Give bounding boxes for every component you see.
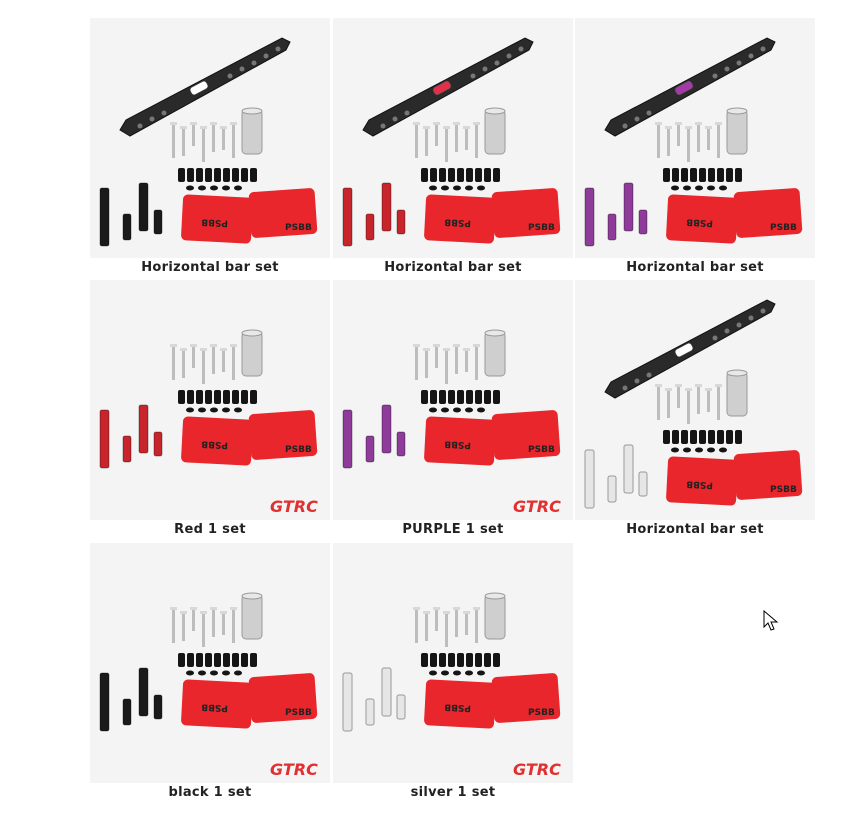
product-caption: Horizontal bar set [626, 522, 764, 537]
product-card[interactable]: PSBB PSBB Horizontal bar set [575, 280, 815, 538]
svg-text:PSBB: PSBB [285, 708, 312, 718]
svg-text:PSBB: PSBB [528, 708, 555, 718]
friction-pads: PSBB PSBB [181, 673, 318, 729]
standoff-posts [342, 404, 406, 469]
friction-pads: PSBB PSBB [424, 673, 561, 729]
product-image[interactable]: PSBB PSBB [575, 280, 815, 520]
product-card[interactable]: PSBB PSBB GTRC black 1 set [90, 543, 330, 801]
weight-stack [484, 107, 506, 155]
gtrc-logo: GTRC [513, 497, 561, 516]
screws [413, 344, 480, 384]
product-image[interactable]: PSBB PSBB GTRC [333, 543, 573, 783]
spacers [663, 168, 742, 191]
product-caption: silver 1 set [410, 785, 496, 800]
screws [170, 122, 237, 162]
product-image[interactable]: PSBB PSBB GTRC [90, 280, 330, 520]
gtrc-logo: GTRC [513, 760, 561, 779]
product-card[interactable]: PSBB PSBB GTRC PURPLE 1 set [333, 280, 573, 538]
screws [413, 122, 480, 162]
gtrc-logo: GTRC [270, 497, 318, 516]
spacers [178, 653, 257, 676]
friction-pads: PSBB PSBB [424, 188, 561, 244]
svg-text:PSBB: PSBB [201, 701, 228, 712]
friction-pads: PSBB PSBB [666, 188, 803, 244]
product-image[interactable]: PSBB PSBB GTRC [333, 280, 573, 520]
standoff-posts [342, 182, 406, 247]
product-caption: Horizontal bar set [141, 260, 279, 275]
weight-stack [726, 369, 748, 417]
screws [170, 344, 237, 384]
friction-pads: PSBB PSBB [181, 410, 318, 466]
weight-stack [241, 107, 263, 155]
product-card[interactable]: PSBB PSBB Horizontal bar set [333, 18, 573, 276]
gtrc-logo: GTRC [270, 760, 318, 779]
svg-text:PSBB: PSBB [285, 223, 312, 233]
svg-text:PSBB: PSBB [444, 701, 471, 712]
spacers [421, 653, 500, 676]
svg-text:PSBB: PSBB [528, 223, 555, 233]
product-caption: Horizontal bar set [626, 260, 764, 275]
standoff-posts [342, 667, 406, 732]
spacers [178, 168, 257, 191]
weight-stack [484, 592, 506, 640]
product-image[interactable]: PSBB PSBB [90, 18, 330, 258]
product-caption: PURPLE 1 set [402, 522, 504, 537]
product-image[interactable]: PSBB PSBB [333, 18, 573, 258]
product-caption: Horizontal bar set [384, 260, 522, 275]
weight-stack [241, 329, 263, 377]
svg-text:PSBB: PSBB [528, 445, 555, 455]
horizontal-bar [604, 37, 776, 137]
svg-text:PSBB: PSBB [201, 216, 228, 227]
svg-text:PSBB: PSBB [201, 438, 228, 449]
weight-stack [241, 592, 263, 640]
friction-pads: PSBB PSBB [181, 188, 318, 244]
friction-pads: PSBB PSBB [424, 410, 561, 466]
product-image[interactable]: PSBB PSBB [575, 18, 815, 258]
weight-stack [726, 107, 748, 155]
standoff-posts [99, 182, 163, 247]
horizontal-bar [119, 37, 291, 137]
weight-stack [484, 329, 506, 377]
product-caption: black 1 set [168, 785, 252, 800]
friction-pads: PSBB PSBB [666, 450, 803, 506]
spacers [421, 390, 500, 413]
standoff-posts [99, 404, 163, 469]
product-card[interactable]: PSBB PSBB Horizontal bar set [575, 18, 815, 276]
spacers [178, 390, 257, 413]
svg-text:PSBB: PSBB [770, 485, 797, 495]
mouse-cursor-icon [763, 610, 779, 631]
screws [655, 384, 722, 424]
product-image[interactable]: PSBB PSBB GTRC [90, 543, 330, 783]
standoff-posts [99, 667, 163, 732]
standoff-posts [584, 444, 648, 509]
product-card[interactable]: PSBB PSBB GTRC Red 1 set [90, 280, 330, 538]
svg-text:PSBB: PSBB [285, 445, 312, 455]
spacers [663, 430, 742, 453]
svg-text:PSBB: PSBB [770, 223, 797, 233]
product-caption: Red 1 set [174, 522, 246, 537]
horizontal-bar [362, 37, 534, 137]
standoff-posts [584, 182, 648, 247]
spacers [421, 168, 500, 191]
svg-text:PSBB: PSBB [686, 478, 713, 489]
product-card[interactable]: PSBB PSBB GTRC silver 1 set [333, 543, 573, 801]
svg-text:PSBB: PSBB [444, 438, 471, 449]
svg-text:PSBB: PSBB [686, 216, 713, 227]
screws [170, 607, 237, 647]
svg-text:PSBB: PSBB [444, 216, 471, 227]
screws [655, 122, 722, 162]
screws [413, 607, 480, 647]
horizontal-bar [604, 299, 776, 399]
product-card[interactable]: PSBB PSBB Horizontal bar set [90, 18, 330, 276]
